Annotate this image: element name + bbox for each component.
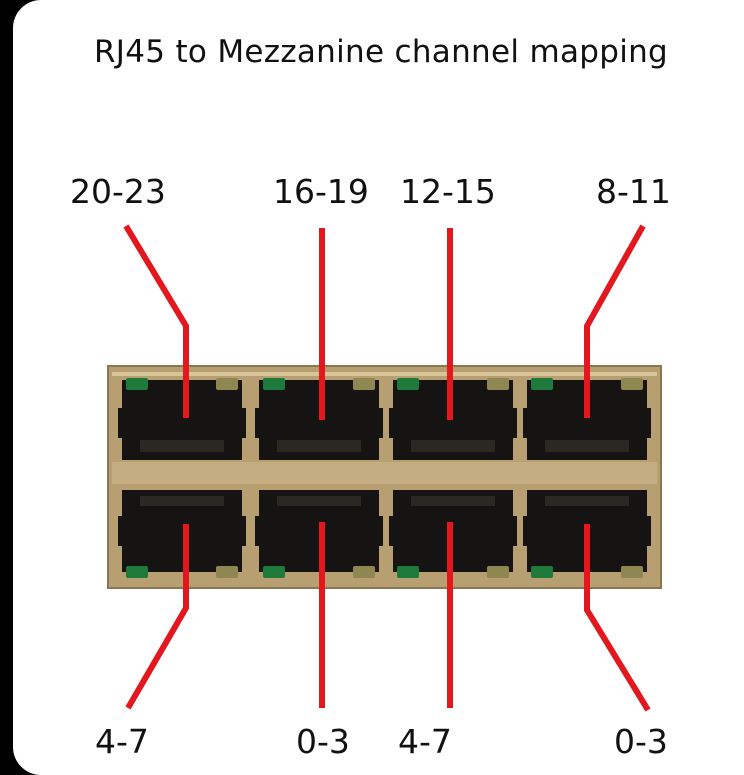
led-amber-top-2 xyxy=(353,378,375,390)
led-green-bottom-4 xyxy=(531,566,553,578)
led-amber-bottom-4 xyxy=(621,566,643,578)
mapping-line-bottom-4 xyxy=(584,524,651,712)
jack-notch-right-bottom-2 xyxy=(377,516,383,546)
jack-pins-top-2 xyxy=(277,440,361,452)
bottom-label-port-2: 0-3 xyxy=(296,722,350,761)
jack-notch-left-top-1 xyxy=(118,408,124,438)
led-green-bottom-2 xyxy=(263,566,285,578)
jack-pins-top-1 xyxy=(140,440,224,452)
jack-pins-bottom-1 xyxy=(140,496,224,506)
led-amber-bottom-2 xyxy=(353,566,375,578)
led-green-bottom-3 xyxy=(397,566,419,578)
top-label-port-4: 8-11 xyxy=(596,172,671,211)
jack-notch-left-top-3 xyxy=(389,408,395,438)
jack-notch-left-bottom-4 xyxy=(523,516,529,546)
led-green-bottom-1 xyxy=(126,566,148,578)
mapping-line-top-4 xyxy=(584,224,646,418)
jack-notch-left-bottom-2 xyxy=(255,516,261,546)
led-amber-bottom-3 xyxy=(487,566,509,578)
jack-notch-left-top-2 xyxy=(255,408,261,438)
mapping-lines xyxy=(123,224,651,712)
jack-notch-right-bottom-1 xyxy=(240,516,246,546)
top-label-port-1: 20-23 xyxy=(70,172,166,211)
led-amber-bottom-1 xyxy=(216,566,238,578)
jack-notch-right-bottom-3 xyxy=(511,516,517,546)
jack-pins-bottom-3 xyxy=(411,496,495,506)
bottom-label-port-4: 0-3 xyxy=(614,722,668,761)
jack-pins-bottom-2 xyxy=(277,496,361,506)
jack-pins-top-4 xyxy=(545,440,629,452)
connector-frame-highlight xyxy=(112,372,657,376)
bottom-label-port-1: 4-7 xyxy=(95,722,149,761)
jack-pins-bottom-4 xyxy=(545,496,629,506)
connector-middle-divider xyxy=(112,462,657,484)
led-green-top-1 xyxy=(126,378,148,390)
led-green-top-3 xyxy=(397,378,419,390)
jack-notch-right-bottom-4 xyxy=(645,516,651,546)
jack-notch-right-top-2 xyxy=(377,408,383,438)
jack-notch-right-top-3 xyxy=(511,408,517,438)
jack-notch-left-bottom-3 xyxy=(389,516,395,546)
jack-notch-left-bottom-1 xyxy=(118,516,124,546)
led-green-top-4 xyxy=(531,378,553,390)
top-label-port-3: 12-15 xyxy=(400,172,496,211)
led-amber-top-3 xyxy=(487,378,509,390)
jack-pins-top-3 xyxy=(411,440,495,452)
mapping-line-bottom-1 xyxy=(125,524,189,710)
diagram-title: RJ45 to Mezzanine channel mapping xyxy=(93,34,669,70)
bottom-label-port-3: 4-7 xyxy=(398,722,452,761)
jack-notch-right-top-1 xyxy=(240,408,246,438)
rj45-connector-block xyxy=(107,365,662,589)
top-label-port-2: 16-19 xyxy=(273,172,369,211)
jack-notch-right-top-4 xyxy=(645,408,651,438)
led-amber-top-1 xyxy=(216,378,238,390)
mapping-line-top-1 xyxy=(123,224,189,418)
jack-notch-left-top-4 xyxy=(523,408,529,438)
led-amber-top-4 xyxy=(621,378,643,390)
led-green-top-2 xyxy=(263,378,285,390)
